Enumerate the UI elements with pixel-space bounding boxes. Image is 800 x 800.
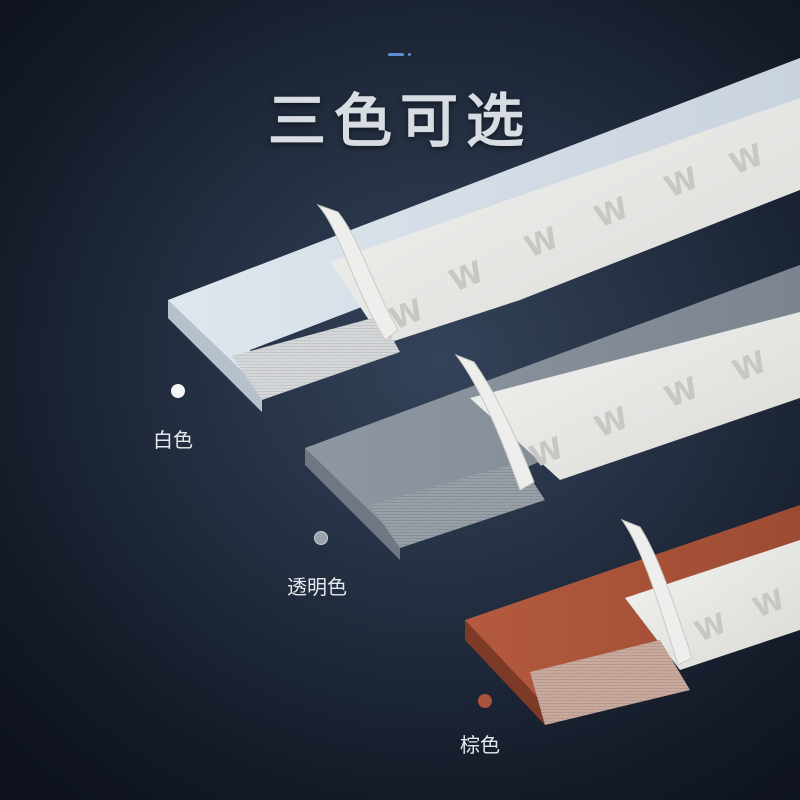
- white-adhesive-pad: [232, 316, 400, 400]
- transparent-color-label: 透明色: [287, 575, 347, 599]
- white-swatch-dot: [171, 384, 185, 398]
- accent-dot: [408, 53, 411, 56]
- white-color-label: 白色: [153, 428, 193, 452]
- white-peeled-liner: [316, 203, 399, 341]
- white-strip: W W W W W W: [168, 58, 800, 412]
- transparent-strip: W W W W: [305, 265, 800, 560]
- white-tape-liner: [330, 98, 800, 344]
- brown-adhesive-pad: [530, 640, 690, 725]
- page-title: 三色可选: [267, 87, 532, 155]
- transparent-swatch-dot: [314, 531, 328, 545]
- transparent-tape-liner: [470, 312, 800, 480]
- brown-peeled-liner: [620, 518, 693, 666]
- brown-strip: W W: [465, 505, 800, 725]
- transparent-adhesive-pad: [370, 462, 545, 548]
- brown-swatch-dot: [478, 694, 492, 708]
- title-accent-mark: [388, 52, 412, 56]
- brown-tape-liner: [625, 540, 800, 670]
- accent-dash: [388, 53, 404, 56]
- brown-color-label: 棕色: [460, 733, 500, 757]
- transparent-peeled-liner: [454, 353, 535, 491]
